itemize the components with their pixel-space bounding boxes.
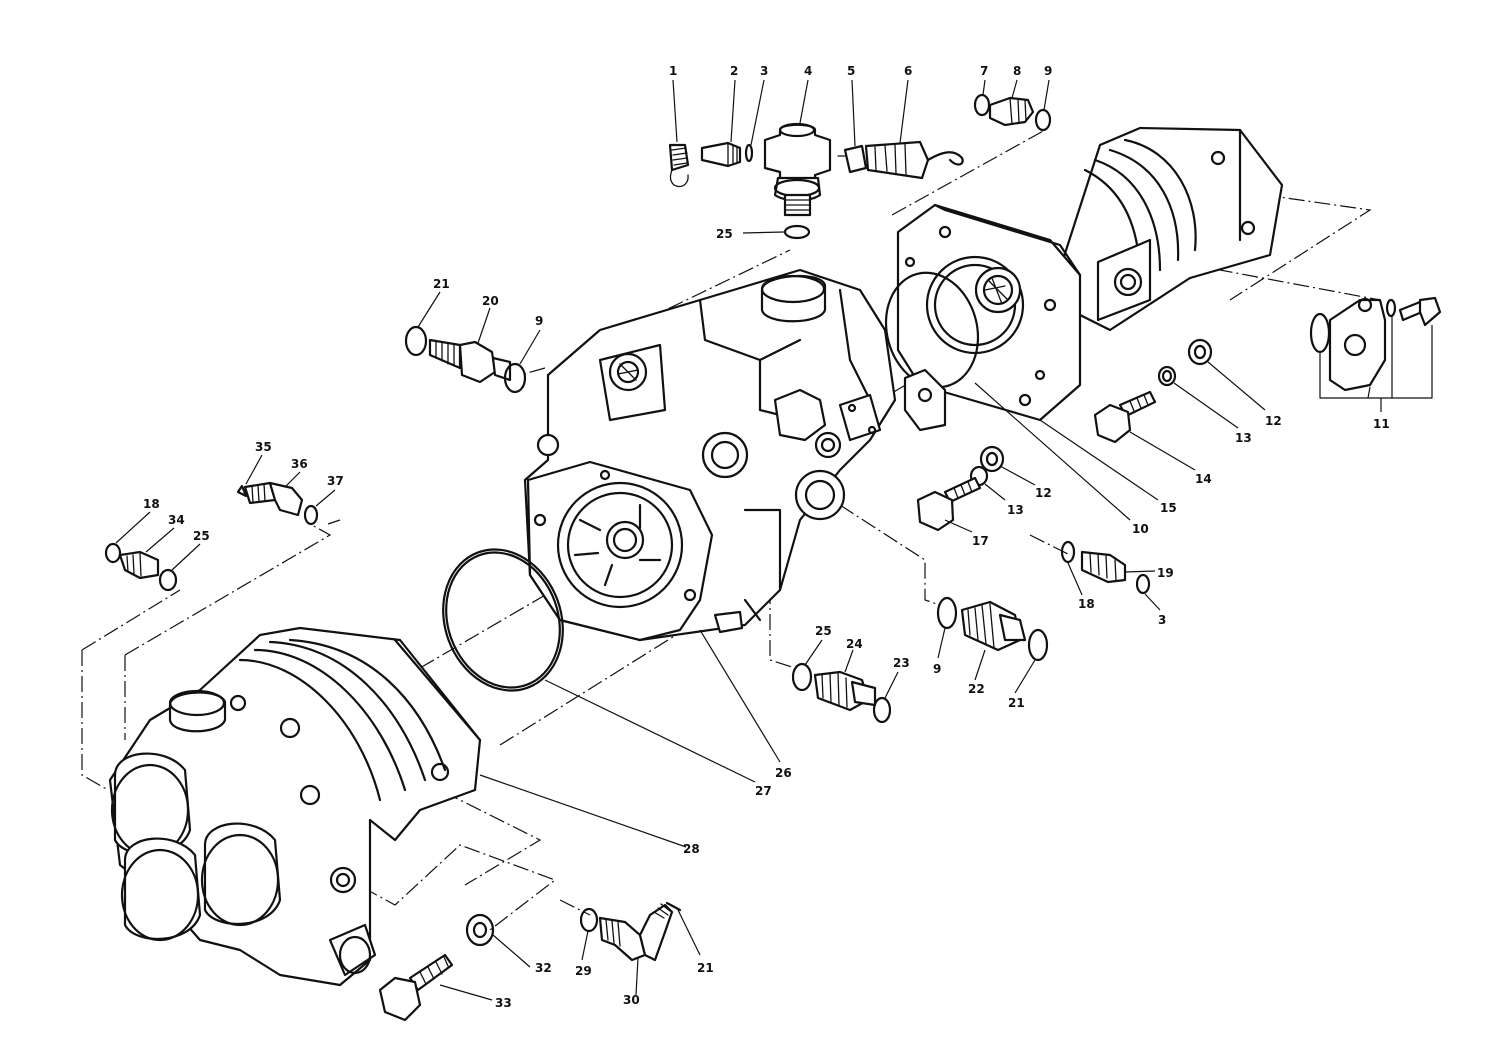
part-1-clip — [668, 143, 690, 188]
callout-18: 18 — [1078, 597, 1095, 611]
callout-1: 1 — [669, 64, 677, 78]
callout-3: 3 — [760, 64, 768, 78]
callout-35: 35 — [255, 440, 272, 454]
callout-25: 25 — [193, 529, 210, 543]
callout-4: 4 — [804, 64, 812, 78]
front-pump-housing — [108, 626, 482, 987]
callout-9: 9 — [1044, 64, 1052, 78]
callout-21: 21 — [433, 277, 450, 291]
callout-17: 17 — [972, 534, 989, 548]
callout-12: 12 — [1265, 414, 1282, 428]
callout-37: 37 — [327, 474, 344, 488]
callout-30: 30 — [623, 993, 640, 1007]
part-14-bolt — [1093, 390, 1157, 444]
callout-21: 21 — [1008, 696, 1025, 710]
rear-gear-pump — [884, 126, 1284, 422]
leader-lines — [115, 79, 1433, 1001]
part-22-fitting — [960, 600, 1027, 652]
part-19-fitting — [1080, 550, 1127, 584]
callout-20: 20 — [482, 294, 499, 308]
callout-2: 2 — [730, 64, 738, 78]
small-parts — [104, 93, 1442, 1022]
callout-12: 12 — [1035, 486, 1052, 500]
callout-32: 32 — [535, 961, 552, 975]
callout-10: 10 — [1132, 522, 1149, 536]
part-2-fitting — [700, 141, 742, 168]
callout-labels: 1 2 3 4 5 6 7 8 9 25 21 20 9 35 36 37 18… — [143, 64, 1390, 1010]
callout-23: 23 — [893, 656, 910, 670]
callout-7: 7 — [980, 64, 988, 78]
callout-8: 8 — [1013, 64, 1021, 78]
callout-29: 29 — [575, 964, 592, 978]
callout-18: 18 — [143, 497, 160, 511]
callout-14: 14 — [1195, 472, 1212, 486]
part-17-bolt — [916, 476, 982, 532]
callout-33: 33 — [495, 996, 512, 1010]
callout-25: 25 — [716, 227, 733, 241]
callout-5: 5 — [847, 64, 855, 78]
callout-21: 21 — [697, 961, 714, 975]
part-4-valve — [763, 122, 832, 217]
callout-19: 19 — [1157, 566, 1174, 580]
callout-13: 13 — [1007, 503, 1024, 517]
part-24-fitting — [813, 670, 877, 712]
callout-11: 11 — [1373, 417, 1390, 431]
callout-27: 27 — [755, 784, 772, 798]
callout-28: 28 — [683, 842, 700, 856]
part-20-fitting — [428, 338, 512, 384]
callout-6: 6 — [904, 64, 912, 78]
callout-13: 13 — [1235, 431, 1252, 445]
part-33-bolt — [378, 953, 454, 1022]
callout-22: 22 — [968, 682, 985, 696]
callout-24: 24 — [846, 637, 863, 651]
part-3-washer — [744, 143, 754, 163]
callout-9: 9 — [933, 662, 941, 676]
callout-34: 34 — [168, 513, 185, 527]
callout-15: 15 — [1160, 501, 1177, 515]
part-34-plug — [118, 550, 160, 580]
callout-26: 26 — [775, 766, 792, 780]
callout-9: 9 — [535, 314, 543, 328]
part-36-elbow — [243, 481, 304, 517]
part-11-cover — [1309, 296, 1442, 392]
main-pump-body — [442, 268, 947, 692]
callout-25: 25 — [815, 624, 832, 638]
callout-3: 3 — [1158, 613, 1166, 627]
part-30-elbow — [598, 903, 674, 962]
callout-36: 36 — [291, 457, 308, 471]
part-5-6-sensor — [837, 140, 964, 180]
